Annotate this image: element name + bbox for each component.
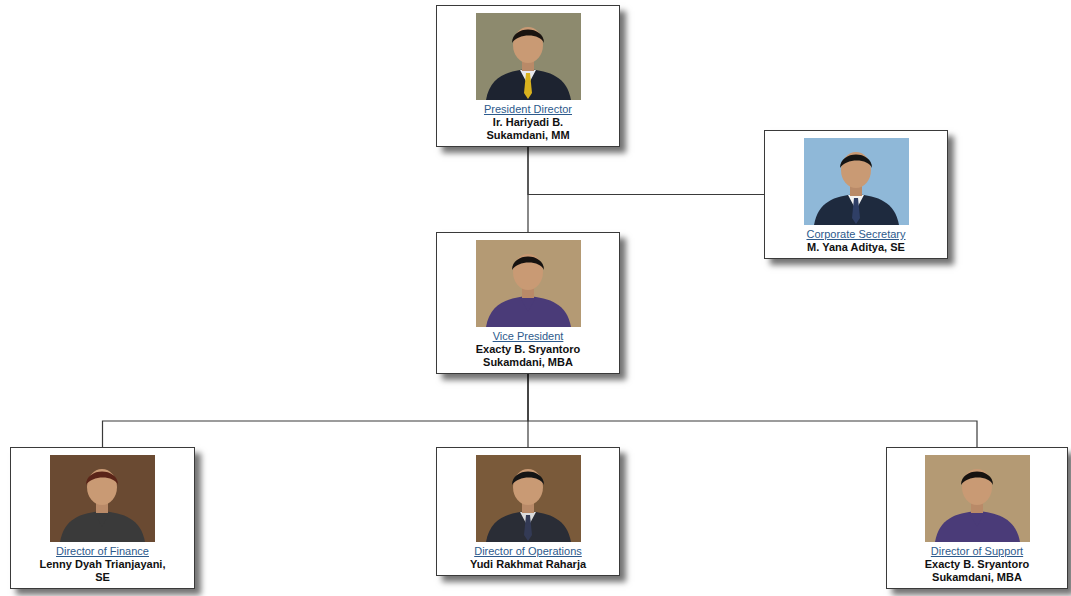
person-name: Yudi Rakhmat Raharja xyxy=(464,558,592,571)
org-connector xyxy=(528,374,977,447)
org-box: President DirectorIr. Hariyadi B. Sukamd… xyxy=(436,5,620,147)
portrait-photo xyxy=(476,240,581,327)
org-box: Vice PresidentExacty B. Sryantoro Sukamd… xyxy=(436,232,620,374)
org-box: Director of OperationsYudi Rakhmat Rahar… xyxy=(436,447,620,576)
person-name: Exacty B. Sryantoro Sukamdani, MBA xyxy=(464,343,592,369)
portrait-photo xyxy=(476,455,581,542)
portrait-photo xyxy=(925,455,1030,542)
org-box: Director of FinanceLenny Dyah Trianjayan… xyxy=(10,447,195,589)
org-connector xyxy=(528,147,764,195)
role-title: Director of Support xyxy=(891,545,1063,558)
portrait-photo xyxy=(50,455,155,542)
org-connector xyxy=(103,374,529,447)
portrait-photo xyxy=(804,138,909,225)
person-name: M. Yana Aditya, SE xyxy=(792,241,920,254)
person-name: Lenny Dyah Trianjayani, SE xyxy=(39,558,167,584)
person-name: Ir. Hariyadi B. Sukamdani, MM xyxy=(464,116,592,142)
org-box: Corporate SecretaryM. Yana Aditya, SE xyxy=(764,130,948,259)
org-box: Director of SupportExacty B. Sryantoro S… xyxy=(886,447,1068,589)
person-name: Exacty B. Sryantoro Sukamdani, MBA xyxy=(913,558,1041,584)
role-title: Corporate Secretary xyxy=(769,228,943,241)
role-title: Director of Operations xyxy=(441,545,615,558)
portrait-photo xyxy=(476,13,581,100)
role-title: Director of Finance xyxy=(15,545,190,558)
role-title: President Director xyxy=(441,103,615,116)
role-title: Vice President xyxy=(441,330,615,343)
